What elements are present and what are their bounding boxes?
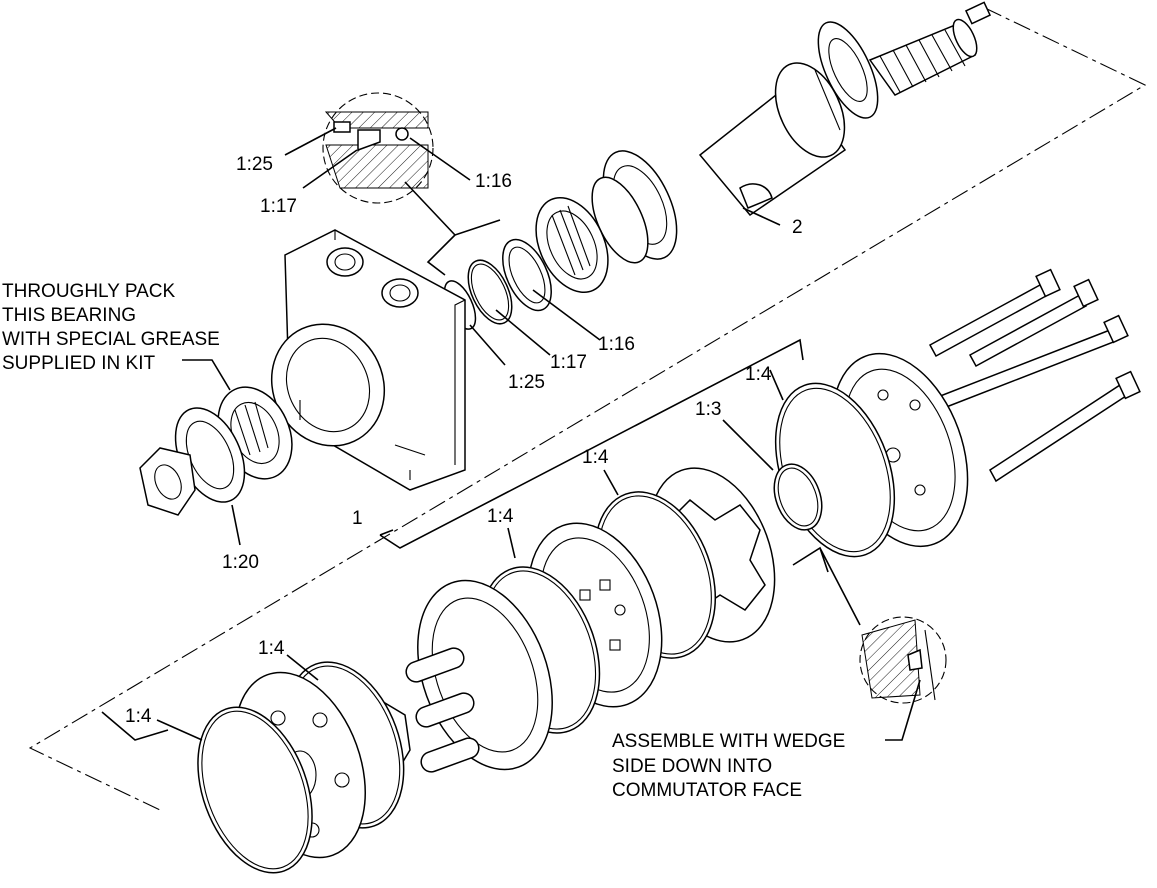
- bearing-note-line-3: WITH SPECIAL GREASE: [2, 329, 220, 350]
- callout-oring-1-3: 1:3: [695, 399, 721, 420]
- end-plate-oring: [197, 706, 313, 874]
- wedge-note-line-3: COMMUTATOR FACE: [612, 780, 802, 801]
- assembly-boundary-line: [28, 7, 1147, 811]
- bearing-note-line-4: SUPPLIED IN KIT: [2, 353, 155, 374]
- wedge-note-line-2: SIDE DOWN INTO: [612, 756, 772, 777]
- callout-oring-1-4-lower: 1:4: [258, 638, 285, 659]
- drive-shaft: [698, 1, 992, 217]
- callout-oring-1-4-bottom: 1:4: [125, 706, 152, 727]
- gerotor-ring: [417, 579, 553, 771]
- wedge-note-line-1: ASSEMBLE WITH WEDGE: [612, 731, 845, 752]
- wedge-detail-view: [859, 616, 947, 704]
- bearing-note-line-2: THIS BEARING: [2, 305, 136, 326]
- bearing-note-line-1: THROUGHLY PACK: [2, 281, 175, 302]
- bearing-grease-note: THROUGHLY PACK THIS BEARING WITH SPECIAL…: [2, 281, 220, 374]
- callout-ring-1-17: 1:17: [550, 352, 587, 373]
- callout-detail-1-17: 1:17: [260, 196, 297, 217]
- callout-kit-1: 1: [352, 508, 363, 529]
- wedge-assembly-note: ASSEMBLE WITH WEDGE SIDE DOWN INTO COMMU…: [612, 731, 845, 801]
- leader-lines: [101, 127, 921, 741]
- callout-ring-1-16: 1:16: [598, 334, 635, 355]
- callout-labels: 1:25 1:17 1:16 2 1:16 1:17 1:25 1:20 1 1…: [125, 154, 803, 727]
- callout-oring-1-4-top: 1:4: [745, 364, 772, 385]
- seal-rings: [443, 238, 552, 330]
- seal-detail-view: [322, 92, 434, 204]
- callout-detail-1-25: 1:25: [236, 154, 273, 175]
- end-cover-bolts: [928, 268, 1141, 483]
- callout-detail-1-16: 1:16: [475, 171, 512, 192]
- thrust-bearing: [591, 150, 678, 264]
- front-housing: [270, 229, 466, 491]
- needle-bearing: [535, 196, 609, 294]
- callout-oring-1-4-center: 1:4: [487, 506, 514, 527]
- callout-oring-1-4-mid: 1:4: [582, 447, 609, 468]
- callout-washer-1-20: 1:20: [222, 552, 259, 573]
- callout-key-2: 2: [792, 217, 803, 238]
- small-oring: [773, 463, 823, 531]
- castle-nut: [139, 447, 196, 516]
- callout-ring-1-25: 1:25: [508, 372, 545, 393]
